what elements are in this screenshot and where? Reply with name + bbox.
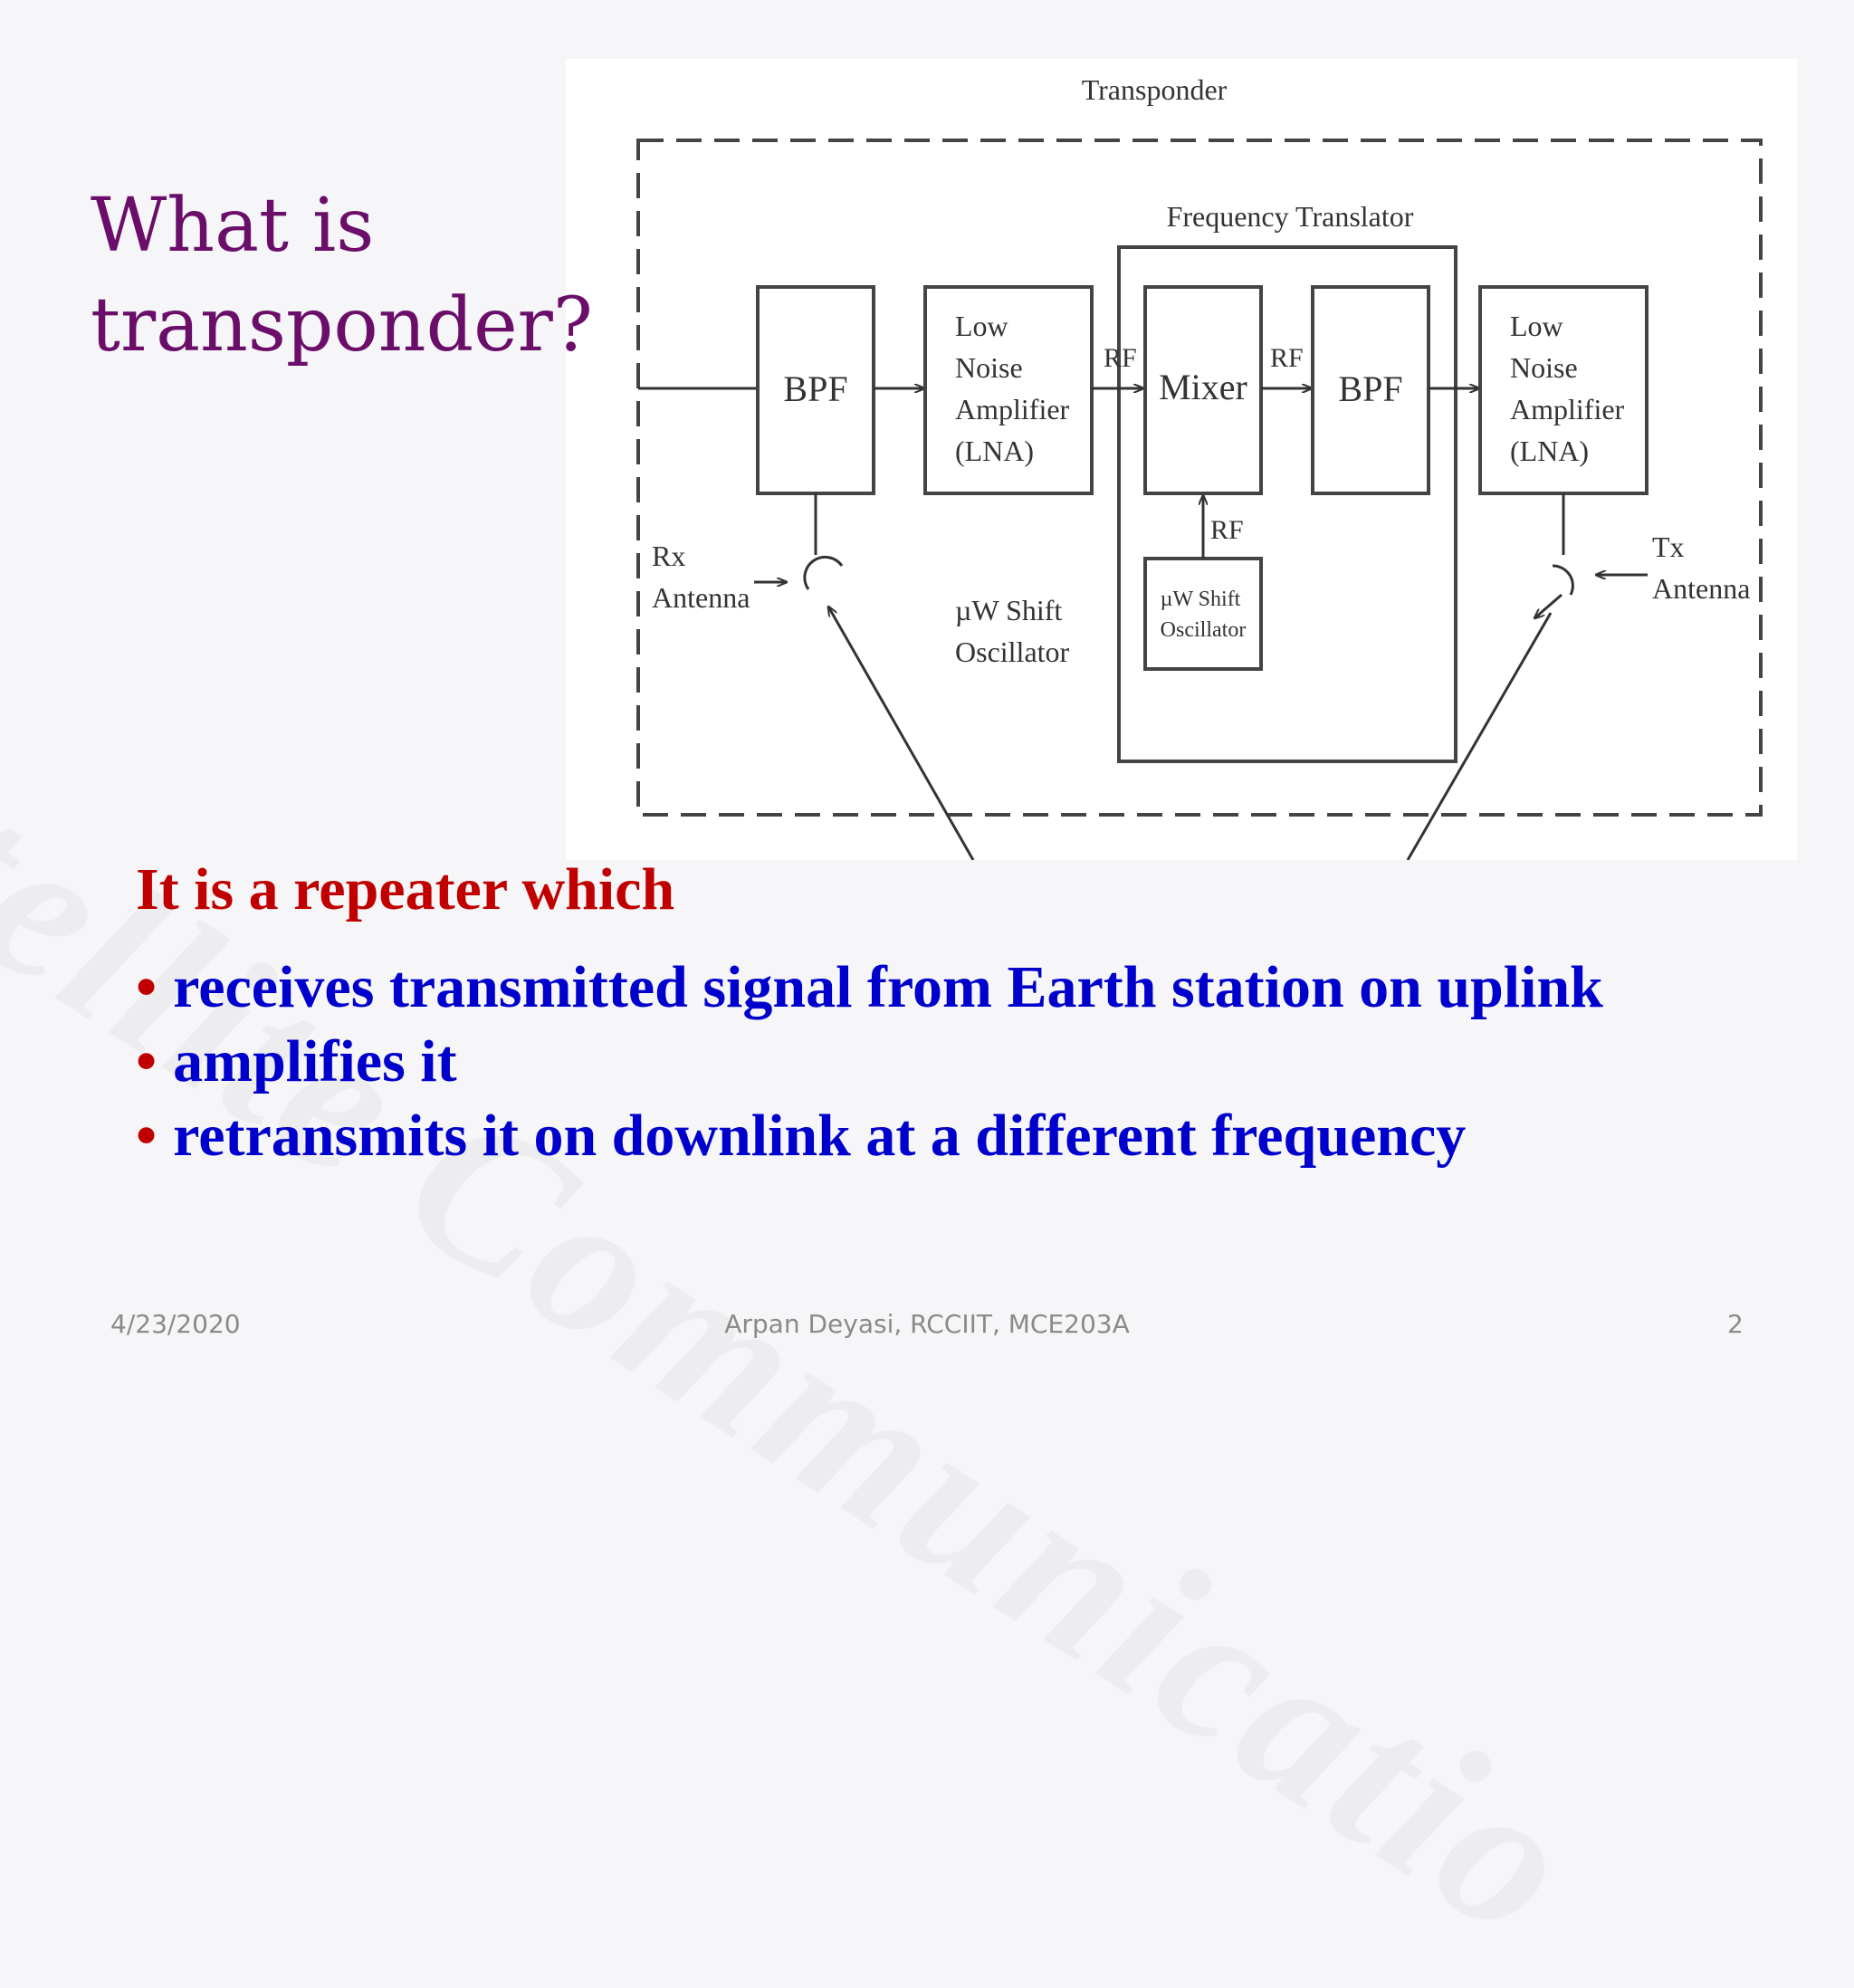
rx-antenna-line: Rx: [652, 540, 685, 572]
lna1-label: Low Noise Amplifier (LNA): [955, 310, 1076, 467]
downlink-ray: [1406, 612, 1553, 861]
lna2-line: (LNA): [1510, 435, 1589, 467]
bpf2-box: [1311, 285, 1430, 495]
tx-antenna-label: Tx Antenna: [1652, 530, 1750, 605]
tx-antenna-icon: [1552, 564, 1574, 596]
bullet-dot: •: [136, 1103, 158, 1169]
lna1-line: Noise: [955, 351, 1023, 384]
rf2-label: RF: [1270, 343, 1304, 373]
rf3-label: RF: [1210, 515, 1244, 545]
bullet-text: receives transmitted signal from Earth s…: [173, 954, 1603, 1020]
oscillator-label-line: µW Shift: [955, 594, 1062, 626]
footer-author: Arpan Deyasi, RCCIIT, MCE203A: [724, 1309, 1130, 1339]
lna2-line: Low: [1510, 310, 1563, 342]
lna1-line: Amplifier: [955, 393, 1070, 425]
oscillator-box-label: µW Shift Oscillator: [1161, 588, 1247, 642]
rf1-label: RF: [1104, 343, 1137, 373]
footer-date: 4/23/2020: [110, 1309, 241, 1339]
slide-title: What is transponder?: [91, 183, 593, 368]
bullet-dot: •: [136, 1028, 158, 1094]
oscillator-box-line: Oscillator: [1161, 618, 1247, 642]
lna1-box: [923, 285, 1094, 495]
tx-antenna-line: Tx: [1652, 530, 1685, 563]
bullet-item: •receives transmitted signal from Earth …: [136, 951, 1603, 1025]
bpf1-label: BPF: [783, 368, 847, 409]
oscillator-label-line: Oscillator: [955, 636, 1070, 668]
mixer-box: [1143, 285, 1263, 495]
bullet-text: retransmits it on downlink at a differen…: [173, 1103, 1467, 1169]
oscillator-box-line: µW Shift: [1161, 588, 1241, 611]
diagram-panel: Transponder Frequency Translator BPF Low…: [566, 59, 1797, 861]
oscillator-label: µW Shift Oscillator: [955, 594, 1070, 668]
freq-translator-box: [1117, 245, 1457, 763]
transponder-boundary: [636, 139, 1763, 817]
rx-antenna-label: Rx Antenna: [652, 540, 750, 614]
lna1-line: Low: [955, 310, 1008, 342]
tx-antenna-line: Antenna: [1652, 572, 1750, 605]
downlink-feed-arrow: [1534, 593, 1563, 618]
transponder-diagram: Transponder Frequency Translator BPF Low…: [636, 73, 1763, 861]
lna2-line: Noise: [1510, 351, 1578, 384]
bullet-item: •retransmits it on downlink at a differe…: [136, 1099, 1603, 1173]
footer-page-number: 2: [1727, 1309, 1744, 1339]
uplink-ray: [828, 607, 975, 861]
bullet-list: •receives transmitted signal from Earth …: [136, 951, 1603, 1173]
oscillator-box: [1143, 557, 1263, 671]
bullet-item: •amplifies it: [136, 1025, 1603, 1099]
bullet-text: amplifies it: [173, 1028, 457, 1094]
rx-antenna-icon: [803, 555, 844, 590]
lna2-line: Amplifier: [1510, 393, 1625, 425]
bullet-dot: •: [136, 954, 158, 1020]
rx-antenna-line: Antenna: [652, 581, 750, 614]
bpf2-label: BPF: [1338, 368, 1402, 409]
diagram-title: Transponder: [1082, 73, 1228, 106]
freq-translator-label: Frequency Translator: [1167, 200, 1414, 233]
lna1-line: (LNA): [955, 435, 1034, 467]
lna2-label: Low Noise Amplifier (LNA): [1510, 310, 1631, 467]
mixer-label: Mixer: [1159, 367, 1247, 407]
intro-text: It is a repeater which: [136, 856, 675, 922]
